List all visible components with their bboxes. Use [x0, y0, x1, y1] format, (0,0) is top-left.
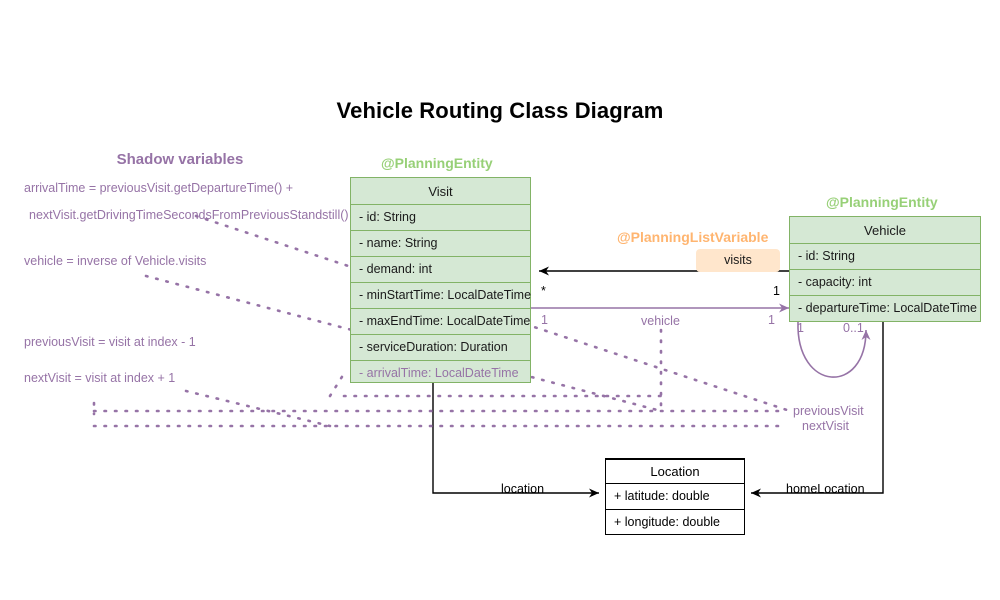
- shadow-variable-arrivaltime-line1: arrivalTime = previousVisit.getDeparture…: [24, 181, 294, 195]
- location-class-name: Location: [606, 459, 744, 483]
- vehicle-relation-label: vehicle: [641, 314, 680, 328]
- vehicle-attr-departuretime: - departureTime: LocalDateTime: [790, 295, 980, 321]
- visit-attr-maxendtime: - maxEndTime: LocalDateTime: [351, 308, 530, 334]
- visit-stereotype: @PlanningEntity: [381, 155, 493, 171]
- visit-attr-name: - name: String: [351, 230, 530, 256]
- edge-location: [432, 383, 599, 498]
- edge-shadow-previousvisit: [92, 401, 788, 416]
- visits-source-multiplicity: 1: [773, 284, 780, 298]
- visits-relation-badge: visits: [696, 249, 780, 272]
- vehicle-attr-capacity: - capacity: int: [790, 269, 980, 295]
- visit-attr-demand: - demand: int: [351, 256, 530, 282]
- visits-target-multiplicity: *: [541, 284, 546, 298]
- shadow-variable-vehicle: vehicle = inverse of Vehicle.visits: [24, 254, 207, 268]
- shadow-variables-title: Shadow variables: [116, 151, 244, 168]
- location-relation-label: location: [501, 482, 545, 496]
- vehicle-attr-id: - id: String: [790, 243, 980, 269]
- vehicle-source-multiplicity: 1: [541, 313, 548, 327]
- homelocation-relation-label: homeLocation: [786, 482, 865, 496]
- page-title: Vehicle Routing Class Diagram: [336, 98, 664, 123]
- nextvisit-relation-label: nextVisit: [802, 419, 850, 433]
- class-box-location[interactable]: Location + latitude: double + longitude:…: [605, 458, 745, 535]
- previousvisit-multiplicity: 1: [797, 321, 804, 335]
- visit-class-name: Visit: [428, 183, 453, 199]
- shadow-variable-nextvisit: nextVisit = visit at index + 1: [24, 371, 176, 385]
- visit-attr-minstarttime: - minStartTime: LocalDateTime: [351, 282, 531, 308]
- edge-shadow-nextvisit: [92, 389, 788, 428]
- visit-attr-serviceduration: - serviceDuration: Duration: [351, 334, 530, 360]
- visits-stereotype: @PlanningListVariable: [617, 229, 769, 245]
- class-box-vehicle[interactable]: Vehicle - id: String - capacity: int - d…: [789, 216, 981, 322]
- vehicle-target-multiplicity: 1: [768, 313, 775, 327]
- nextvisit-multiplicity: 0..1: [843, 321, 864, 335]
- location-attr-longitude: + longitude: double: [606, 509, 744, 535]
- visit-attr-arrivaltime: - arrivalTime: LocalDateTime: [351, 360, 530, 386]
- shadow-variable-previousvisit: previousVisit = visit at index - 1: [24, 335, 196, 349]
- previousvisit-relation-label: previousVisit: [793, 404, 864, 418]
- vehicle-class-name: Vehicle: [864, 222, 906, 238]
- vehicle-stereotype: @PlanningEntity: [826, 194, 938, 210]
- location-attr-latitude: + latitude: double: [606, 483, 744, 509]
- class-box-visit[interactable]: Visit - id: String - name: String - dema…: [350, 177, 531, 383]
- shadow-variable-arrivaltime-line2: nextVisit.getDrivingTimeSecondsFromPrevi…: [29, 208, 349, 222]
- visit-attr-id: - id: String: [351, 204, 530, 230]
